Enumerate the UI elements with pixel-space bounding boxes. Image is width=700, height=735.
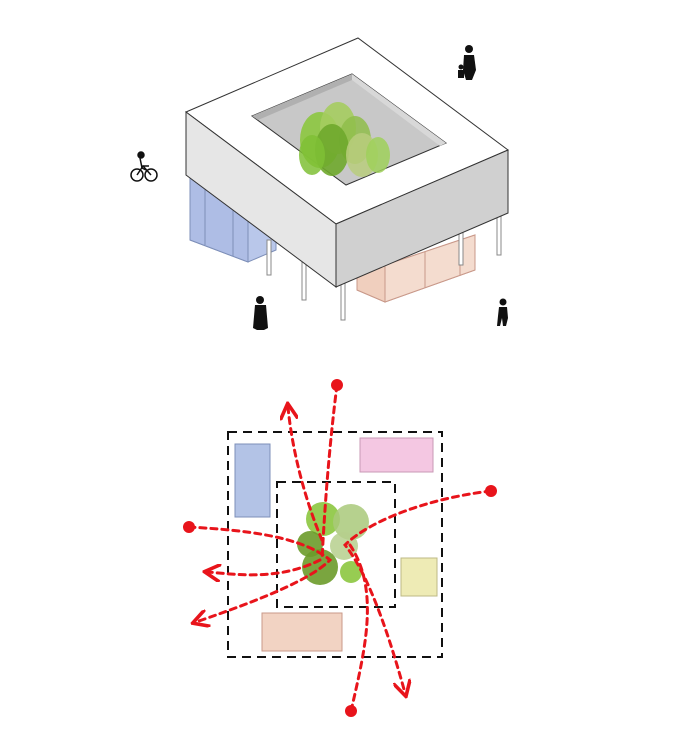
path-top xyxy=(320,383,339,562)
walking-person xyxy=(497,298,508,326)
endpoint-left xyxy=(183,521,195,533)
program-block-pink xyxy=(359,437,434,473)
path-bottom xyxy=(348,543,369,713)
program-block-orange xyxy=(261,612,343,652)
standing-person xyxy=(253,296,268,330)
endpoint-right xyxy=(485,485,497,497)
path-endpoints xyxy=(183,379,497,717)
circulation-paths xyxy=(187,383,493,713)
path-left-branch xyxy=(208,558,322,575)
outer-dashed-square xyxy=(227,431,443,658)
plan-view xyxy=(183,379,497,717)
endpoint-bottom xyxy=(345,705,357,717)
inner-dashed-courtyard xyxy=(276,481,396,608)
cyclist xyxy=(130,151,158,182)
path-right xyxy=(342,489,493,693)
program-block-yellow xyxy=(400,557,438,597)
program-block-blue xyxy=(234,443,271,518)
courtyard-trees xyxy=(299,102,390,177)
axonometric-view xyxy=(130,37,509,330)
endpoint-top xyxy=(331,379,343,391)
person-with-child xyxy=(458,45,476,80)
tree-cluster xyxy=(297,502,369,585)
path-left xyxy=(187,525,333,622)
path-top-branch xyxy=(288,407,324,542)
